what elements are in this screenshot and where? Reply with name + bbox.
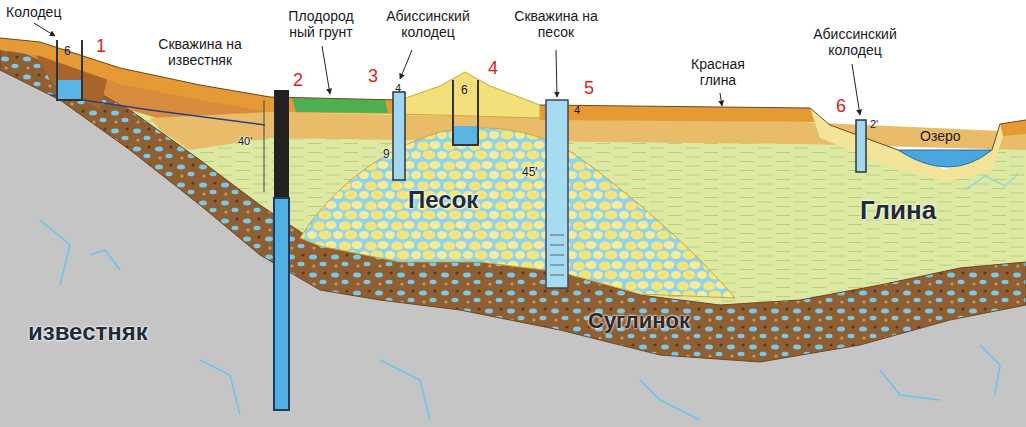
lake-label: Озеро <box>920 128 961 144</box>
well-label: Абиссинский колодец <box>800 26 910 58</box>
pipe-screen <box>550 235 564 275</box>
well-2 <box>264 90 289 410</box>
well-label: Скважина на известняк <box>130 36 270 68</box>
limestone-layer <box>0 70 1026 427</box>
callout-number: 3 <box>368 66 378 87</box>
well-water <box>57 80 82 100</box>
well-label: Абиссинский колодец <box>376 8 480 40</box>
crack-line <box>880 370 940 400</box>
clay-crack <box>965 174 1018 190</box>
well-label: Скважина на песок <box>500 8 612 40</box>
lake-bank <box>810 108 1003 182</box>
depth-number: 9 <box>383 148 390 162</box>
crack-line <box>640 380 700 420</box>
dimension-line <box>264 100 265 192</box>
well-wall <box>453 80 478 145</box>
leader-arrow <box>34 23 55 36</box>
well-1 <box>57 40 82 100</box>
well-6 <box>856 120 866 172</box>
pipe <box>546 100 568 288</box>
leader-arrow <box>556 50 557 97</box>
depth-number: 40' <box>238 135 252 148</box>
depth-number: 6 <box>461 84 468 98</box>
callout-number: 5 <box>584 78 594 99</box>
callout-number: 4 <box>488 58 498 79</box>
sand-layer <box>300 128 735 298</box>
crack-line <box>40 220 70 285</box>
well-3 <box>393 92 405 180</box>
pipe-casing <box>274 90 289 198</box>
leader-arrow <box>852 64 860 115</box>
crack-line <box>200 360 240 415</box>
pipe-water <box>274 198 289 410</box>
pipe <box>393 92 405 180</box>
well-4 <box>453 80 478 145</box>
layer-label: Глина <box>860 196 936 226</box>
crack-line <box>980 345 1000 395</box>
crack-line <box>90 250 120 270</box>
crack-line <box>380 360 430 420</box>
layer-label: Плодород ный грунт <box>276 8 366 40</box>
sand-hill <box>400 72 540 118</box>
leader-arrow <box>400 50 412 79</box>
well-wall <box>57 40 82 100</box>
lake-water <box>898 150 992 167</box>
leader-arrow <box>720 93 722 106</box>
clay-layer <box>0 38 1026 427</box>
fertile-soil <box>292 98 388 113</box>
callout-number: 2 <box>293 70 303 91</box>
depth-number: 6 <box>64 45 71 59</box>
depth-number: 4 <box>574 104 580 117</box>
callout-number: 1 <box>96 36 106 57</box>
depth-number: 45' <box>522 166 538 180</box>
well-water <box>453 126 478 145</box>
pipe <box>856 120 866 172</box>
well-5 <box>546 100 568 288</box>
layer-label: Красная глина <box>676 56 760 88</box>
depth-number: 2' <box>870 118 878 131</box>
depth-number: 4 <box>395 82 401 95</box>
leader-arrow <box>322 46 330 94</box>
well-label: Колодец <box>6 4 61 20</box>
callout-number: 6 <box>836 96 846 117</box>
layer-label: известняк <box>28 318 148 346</box>
layer-label: Суглинок <box>588 308 690 333</box>
layer-label: Песок <box>408 186 478 214</box>
